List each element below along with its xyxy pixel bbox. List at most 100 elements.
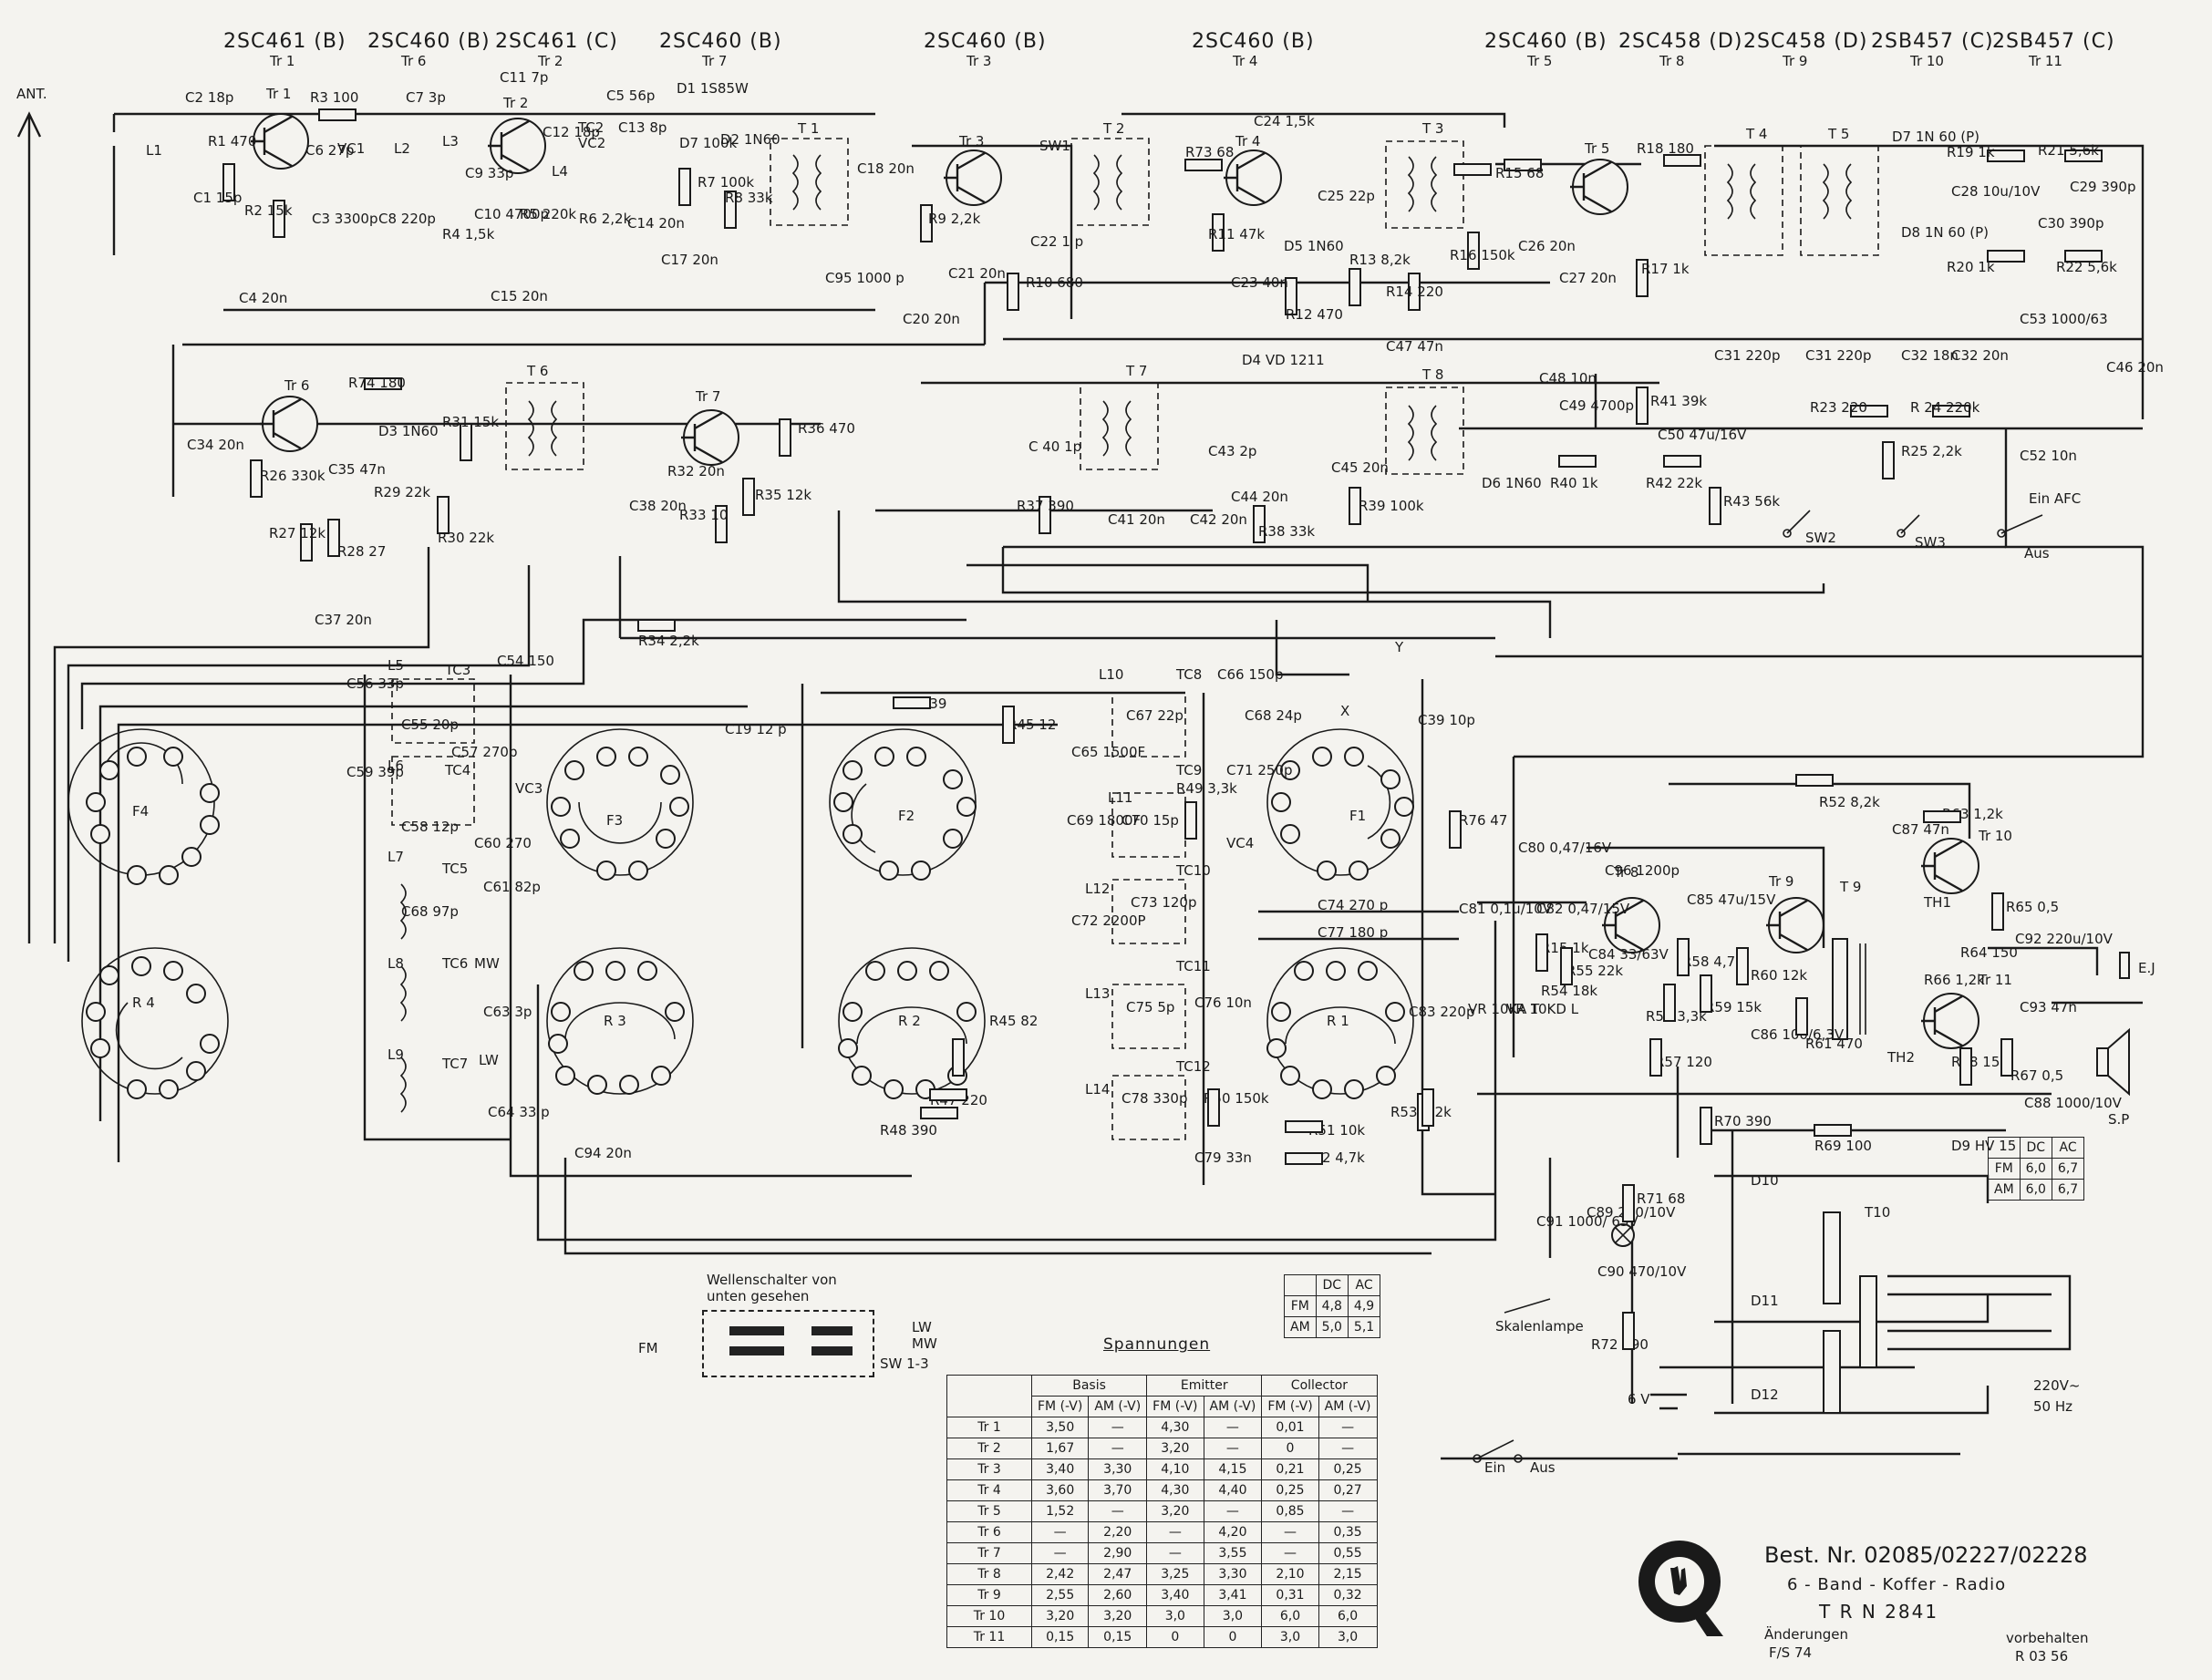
- label-c57: C57 270p: [451, 744, 517, 760]
- wave-switch-title: Wellenschalter von: [707, 1272, 837, 1288]
- label-c61: C61 82p: [483, 879, 541, 895]
- subcol: AM (-V): [1088, 1396, 1148, 1417]
- label-r43: R43 56k: [1723, 493, 1780, 510]
- label-c18: C18 20n: [857, 160, 915, 177]
- voltage-table-title: Spannungen: [1103, 1335, 1211, 1354]
- voltage-cell: —: [1261, 1521, 1319, 1543]
- label-r37: R37 390: [1017, 498, 1074, 514]
- mini2-head: AC: [1347, 1274, 1381, 1296]
- tr-ref: Tr 9: [1782, 53, 1807, 69]
- label-tc12: TC12: [1175, 1058, 1211, 1075]
- label-r72: R72 390: [1591, 1336, 1649, 1353]
- f2-label: F2: [898, 808, 915, 824]
- mains-plug: 220V~ 50 Hz: [1887, 1274, 2080, 1415]
- rf-labels: C2 18p R1 470 L1 C1 15p R2 15k C3 3300p …: [146, 69, 2164, 649]
- voltage-cell: —: [1088, 1438, 1148, 1459]
- voltage-cell: —: [1203, 1438, 1263, 1459]
- label-sw1: SW1: [1039, 138, 1070, 154]
- label-r18: R18 180: [1637, 140, 1694, 157]
- label-c24: C24 1,5k: [1254, 113, 1315, 129]
- f4-label: F4: [132, 803, 149, 819]
- band-switch-r1: R 1: [1266, 947, 1414, 1099]
- label-c12: C12 18p: [543, 124, 600, 140]
- tr6-label: Tr 6: [284, 377, 309, 394]
- tr-type: 2SB457 (C): [1871, 30, 1994, 53]
- tr-type: 2SC460 (B): [367, 30, 491, 53]
- label-c69: C69 1800F: [1067, 812, 1141, 829]
- label-th2: TH2: [1886, 1049, 1915, 1066]
- label-l2: L2: [394, 140, 410, 157]
- label-r36: R36 470: [798, 420, 855, 437]
- voltage-cell: 2,42: [1030, 1563, 1090, 1585]
- voltage-cell: 2,55: [1030, 1584, 1090, 1606]
- label-d7: D7 100k: [679, 135, 737, 151]
- label-vc4: VC4: [1226, 835, 1254, 851]
- wave-switch-contact-d: [811, 1346, 853, 1355]
- r1-label: R 1: [1327, 1013, 1349, 1029]
- label-vc2: VC2: [578, 135, 605, 151]
- voltage-cell: 3,55: [1203, 1542, 1263, 1564]
- label-l7: L7: [388, 849, 404, 865]
- voltage-cell: 1,52: [1030, 1500, 1090, 1522]
- voltage-cell: 2,90: [1088, 1542, 1148, 1564]
- mini2-cell: AM: [1284, 1316, 1317, 1338]
- tr7-label: Tr 7: [695, 388, 720, 405]
- label-tc2: TC2: [577, 119, 604, 136]
- voltage-cell: 3,20: [1088, 1605, 1148, 1627]
- dial-lamp: Skalenlampe: [1495, 1223, 1635, 1335]
- label-r48: R48 390: [880, 1122, 937, 1139]
- voltage-cell: 2,47: [1088, 1563, 1148, 1585]
- voltage-cell: 0,31: [1261, 1584, 1319, 1606]
- label-c7: C7 3p: [406, 89, 446, 106]
- label-d10: D10: [1751, 1172, 1779, 1189]
- label-l8: L8: [388, 955, 404, 972]
- label-c46: C46 20n: [2106, 359, 2164, 376]
- voltage-cell: 0: [1203, 1626, 1263, 1648]
- label-l14: L14: [1085, 1081, 1110, 1098]
- voltage-cell: —: [1088, 1417, 1148, 1438]
- label-c55: C55 20p: [401, 716, 459, 733]
- band-switch-f1: F1: [1266, 728, 1414, 881]
- tr8-label: Tr 8: [1613, 864, 1638, 881]
- voltage-cell: 0: [1261, 1438, 1319, 1459]
- label-c90: C90 470/10V: [1597, 1263, 1687, 1280]
- label-c71: C71 250p: [1226, 762, 1292, 778]
- label-d11: D11: [1751, 1293, 1779, 1309]
- label-c19: C19 12 p: [725, 721, 787, 737]
- label-r49: R49 3,3k: [1176, 780, 1237, 797]
- label-c72: C72 2200P: [1071, 912, 1146, 929]
- label-r9: R9 2,2k: [928, 211, 981, 227]
- tr10-label: Tr 10: [1978, 828, 2012, 844]
- label-r1: R1 470: [208, 133, 256, 149]
- label-r60: R60 12k: [1751, 967, 1807, 984]
- wave-switch-legend: Wellenschalter von unten gesehen FM LW M…: [638, 1272, 939, 1390]
- label-c45: C45 20n: [1331, 459, 1389, 476]
- label-tc6: TC6: [441, 955, 468, 972]
- label-c41: C41 20n: [1108, 511, 1165, 528]
- skalenlampe-label: Skalenlampe: [1495, 1318, 1584, 1335]
- label-r15: R15 68: [1495, 165, 1544, 181]
- tr-type: 2SC460 (B): [924, 30, 1047, 53]
- voltage-cell: —: [1146, 1521, 1204, 1543]
- antenna: ANT.: [16, 86, 47, 943]
- label-r19: R19 1k: [1947, 144, 1995, 160]
- label-l12: L12: [1085, 881, 1110, 897]
- label-r20: R20 1k: [1947, 259, 1995, 275]
- voltage-cell: 3,0: [1261, 1626, 1319, 1648]
- voltage-cell: 0,32: [1318, 1584, 1378, 1606]
- label-r10: R10 680: [1026, 274, 1083, 291]
- label-r38: R38 33k: [1258, 523, 1315, 540]
- label-c9: C9 33p: [465, 165, 513, 181]
- voltage-cell: 3,0: [1203, 1605, 1263, 1627]
- label-c68: C68 97p: [401, 903, 459, 920]
- voltage-cell: 4,15: [1203, 1458, 1263, 1480]
- voltage-cell: —: [1203, 1500, 1263, 1522]
- voltage-table: Basis Emitter Collector FM (-V) AM (-V) …: [946, 1375, 1378, 1648]
- label-r69: R69 100: [1814, 1138, 1872, 1154]
- voltage-row: Tr 7—2,90—3,55—0,55: [946, 1542, 1378, 1564]
- tr-ref: Tr 10: [1909, 53, 1944, 69]
